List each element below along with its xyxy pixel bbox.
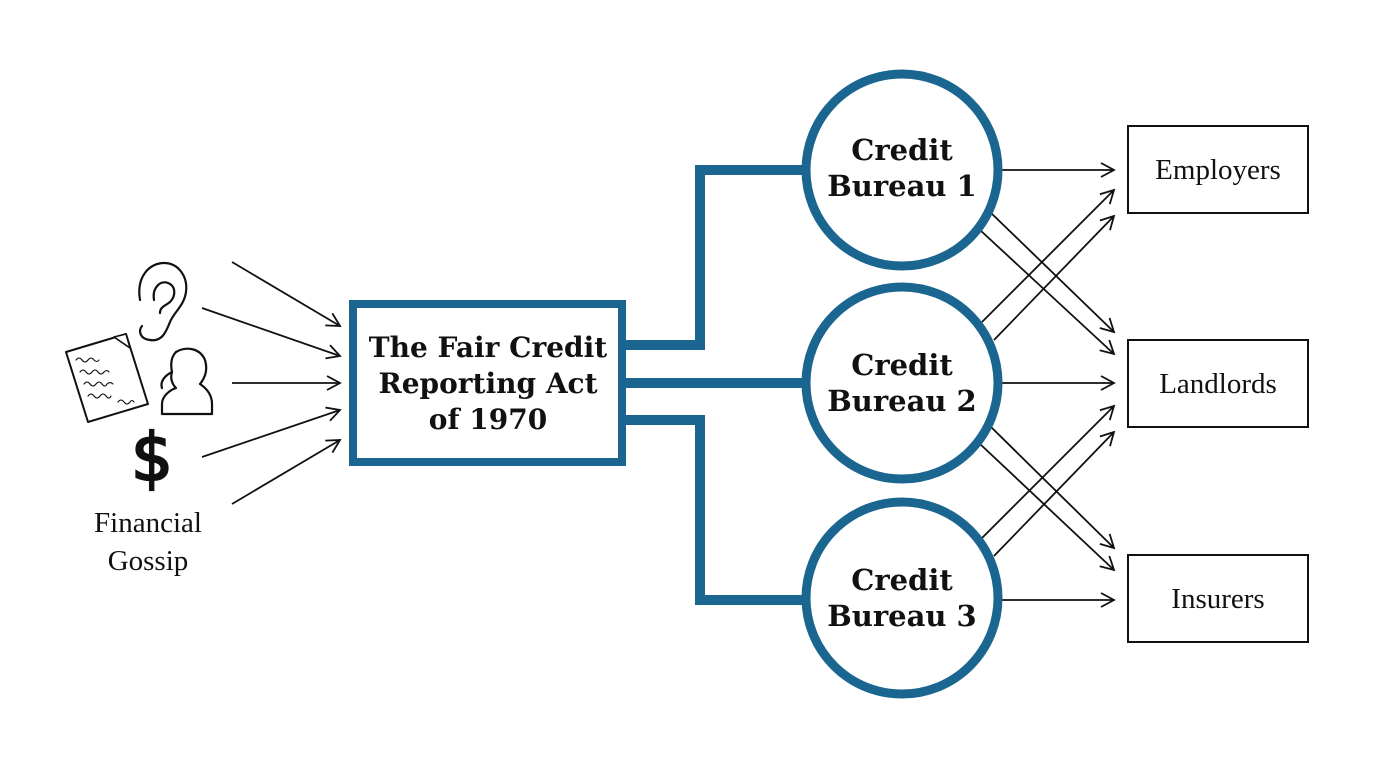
recipient-insurers: Insurers	[1127, 554, 1309, 643]
recipient-insurers-label: Insurers	[1171, 583, 1264, 615]
fair-credit-act-box: The Fair Credit Reporting Act of 1970	[349, 300, 626, 466]
credit-bureau-2: Credit Bureau 2	[801, 282, 1003, 484]
arrow-bureau3-landlords-b	[993, 430, 1116, 557]
gossip-arrow-1	[231, 261, 342, 327]
bureau-3-line2: Bureau 3	[827, 599, 976, 633]
handwritten-note-icon	[65, 333, 149, 423]
bureau-3-line1: Credit	[851, 563, 953, 597]
connector-act-bureau-1	[622, 165, 808, 350]
act-title-line1: The Fair Credit	[369, 331, 607, 364]
credit-bureau-1: Credit Bureau 1	[801, 69, 1003, 271]
connector-act-bureau-3	[622, 415, 808, 605]
gossip-arrow-4	[201, 406, 342, 458]
bureau-2-line2: Bureau 2	[827, 384, 976, 418]
bureau-1-line1: Credit	[851, 133, 953, 167]
act-title-line3: of 1970	[429, 403, 547, 436]
recipient-employers-label: Employers	[1155, 154, 1281, 186]
recipient-landlords: Landlords	[1127, 339, 1309, 428]
ear-icon	[138, 261, 188, 342]
arrow-bureau2-insurers-a	[979, 443, 1116, 572]
bureau-1-line2: Bureau 1	[827, 169, 976, 203]
source-label-line2: Gossip	[108, 545, 189, 577]
source-label-line1: Financial	[94, 507, 202, 539]
act-title-line2: Reporting Act	[378, 367, 597, 400]
arrow-bureau1-landlords-b	[989, 211, 1116, 334]
arrow-bureau1-landlords-a	[979, 229, 1116, 356]
recipient-employers: Employers	[1127, 125, 1309, 214]
person-silhouette-icon	[160, 347, 214, 416]
gossip-arrow-5	[231, 439, 342, 505]
arrow-bureau2-employers-a	[981, 188, 1116, 323]
arrow-bureau2-insurers-b	[989, 425, 1116, 550]
recipient-landlords-label: Landlords	[1159, 368, 1277, 400]
bureau-2-line1: Credit	[851, 348, 953, 382]
gossip-arrow-2	[201, 307, 342, 360]
arrow-bureau3-landlords-a	[981, 404, 1116, 539]
arrow-bureau2-employers-b	[993, 214, 1116, 341]
credit-bureau-3: Credit Bureau 3	[801, 497, 1003, 699]
svg-text:$: $	[131, 419, 173, 496]
dollar-sign-icon: $	[130, 418, 174, 497]
